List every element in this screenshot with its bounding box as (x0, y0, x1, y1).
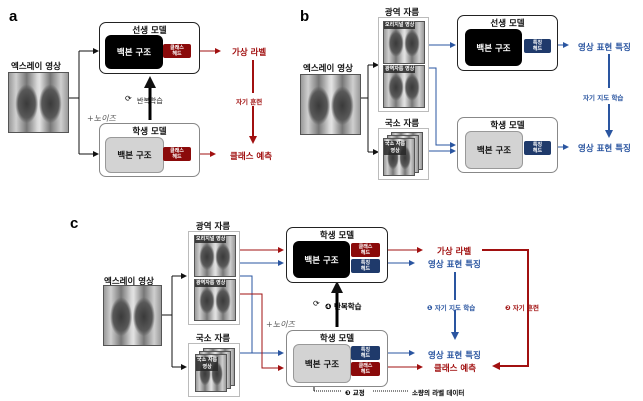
panel-c-iterate-label: ❹ 반복학습 (325, 302, 362, 311)
panel-b-arrows (360, 42, 609, 155)
original-image-tag: 오리지널 영상 (384, 22, 416, 29)
panel-c-global-crop-title: 광역 자름 (195, 222, 231, 232)
cycle-icon: ⟳ (125, 94, 132, 103)
panel-b-letter: b (300, 8, 310, 25)
panel-b-local-crop-title: 국소 자름 (384, 119, 420, 129)
panel-b-feature-top: 영상 표현 특징 (578, 43, 631, 53)
panel-c-xray-image (103, 285, 162, 346)
panel-b-student-model: 학생 모델 백본 구조 특징 헤드 (457, 117, 558, 173)
student-backbone: 백본 구조 (465, 131, 523, 169)
student-feature-head: 특징 헤드 (524, 141, 551, 155)
top-backbone: 백본 구조 (293, 241, 350, 278)
panel-c-top-model: 학생 모델 백본 구조 클래스 헤드 특징 헤드 (286, 227, 388, 283)
bottom-model-title: 학생 모델 (319, 334, 355, 344)
panel-c-bottom-model: 학생 모델 백본 구조 특징 헤드 클래스 헤드 (286, 330, 388, 387)
panel-b-global-crop-title: 광역 자름 (384, 8, 420, 18)
original-image-tag: 오리지널 영상 (195, 236, 227, 243)
panel-c-local-crop-title: 국소 자름 (195, 334, 231, 344)
top-class-head: 클래스 헤드 (351, 243, 380, 257)
panel-c-input-label: 엑스레이 영상 (104, 277, 154, 287)
panel-c-feature-top: 영상 표현 특징 (428, 260, 481, 270)
panel-a-class-prediction: 클래스 예측 (230, 152, 273, 162)
local-crop-tag: 국소 자름 영상 (196, 357, 219, 371)
teacher-backbone: 백본 구조 (465, 29, 522, 66)
panel-c-pseudo-label: 가상 라벨 (437, 247, 472, 257)
panel-c-labeled-data-label: 소량의 라벨 데이터 (412, 389, 465, 397)
panel-c-class-prediction: 클래스 예측 (434, 364, 477, 374)
bottom-backbone: 백본 구조 (293, 344, 351, 383)
teacher-backbone: 백본 구조 (105, 35, 163, 69)
panel-b-feature-bottom: 영상 표현 특징 (578, 144, 631, 154)
panel-c-global-crop-frame: 오리지널 영상 광역자름 영상 (188, 231, 240, 325)
panel-b-teacher-model: 선생 모델 백본 구조 특징 헤드 (457, 15, 558, 71)
panel-c-finetune-label: ❸ 교정 (345, 389, 365, 397)
top-model-title: 학생 모델 (319, 231, 355, 241)
panel-c-noise-label: +노이즈 (266, 320, 295, 329)
student-backbone: 백본 구조 (105, 137, 164, 173)
panel-a-pseudo-label: 가상 라벨 (232, 48, 267, 58)
panel-a-noise-label: +노이즈 (87, 114, 116, 123)
panel-c-self-training: ❷ 자기 훈련 (505, 304, 539, 312)
panel-a-letter: a (9, 8, 18, 25)
panel-a-student-model: 학생 모델 백본 구조 클래스 헤드 (99, 123, 200, 177)
panel-a-xray-image (8, 72, 69, 133)
panel-c-feature-bottom: 영상 표현 특징 (428, 351, 481, 361)
teacher-feature-head: 특징 헤드 (524, 39, 551, 53)
panel-a-iterate-label: 반복학습 (137, 97, 163, 105)
panel-a-teacher-model: 선생 모델 백본 구조 클래스 헤드 (99, 22, 200, 74)
bottom-class-head: 클래스 헤드 (351, 362, 380, 376)
panel-b-xray-image (300, 74, 361, 135)
teacher-class-head: 클래스 헤드 (163, 44, 191, 58)
panel-a-self-training: 자기 훈련 (236, 98, 263, 106)
panel-a-input-label: 엑스레이 영상 (11, 62, 61, 72)
panel-b-self-supervised: 자기 지도 학습 (583, 94, 624, 102)
top-feature-head: 특징 헤드 (351, 259, 380, 273)
student-class-head: 클래스 헤드 (163, 147, 191, 161)
panel-c-self-supervised: ❶ 자기 지도 학습 (427, 304, 476, 312)
global-crop-tag: 광역자름 영상 (195, 280, 227, 287)
panel-b-local-crop-frame: 국소 자름 영상 (378, 128, 429, 180)
student-model-title: 학생 모델 (490, 121, 525, 131)
student-model-title: 학생 모델 (132, 127, 167, 137)
cycle-icon: ⟳ (313, 299, 320, 308)
bottom-feature-head: 특징 헤드 (351, 346, 380, 360)
global-crop-tag: 광역자름 영상 (384, 66, 416, 73)
panel-c-local-crop-frame: 국소 자름 영상 (188, 343, 240, 397)
panel-c-letter: c (70, 215, 79, 232)
teacher-model-title: 선생 모델 (490, 19, 525, 29)
local-crop-tag: 국소 자름 영상 (384, 141, 407, 155)
panel-b-global-crop-frame: 오리지널 영상 광역자름 영상 (378, 17, 429, 112)
panel-b-input-label: 엑스레이 영상 (303, 64, 353, 74)
teacher-model-title: 선생 모델 (132, 26, 167, 36)
